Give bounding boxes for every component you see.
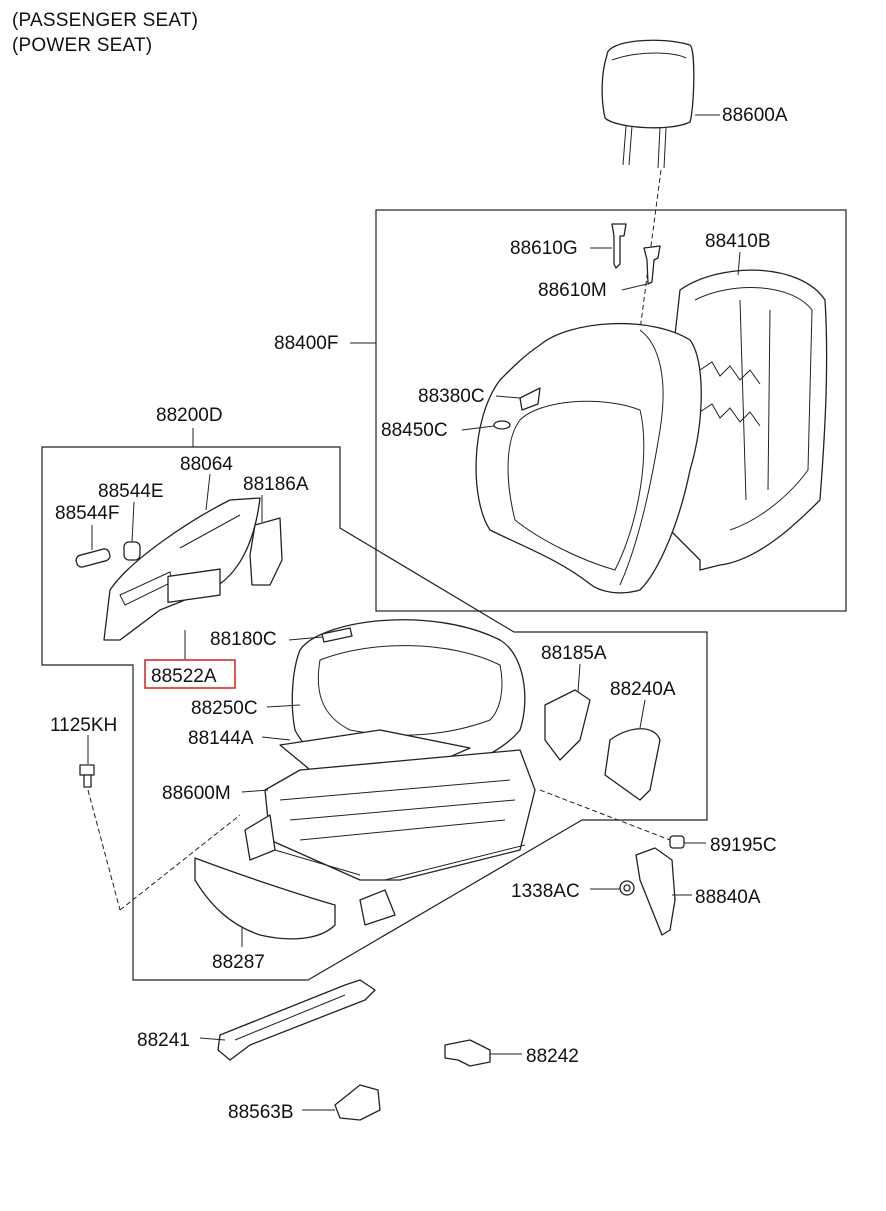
- seatback-frame-part: [659, 269, 828, 571]
- seat-track-part: [244, 749, 536, 926]
- label-guide-g: 88610G: [510, 238, 578, 259]
- buckle-part: [635, 847, 676, 936]
- label-front-cover: 88287: [212, 952, 265, 973]
- label-bracket: 88242: [526, 1046, 579, 1067]
- diagram-title-line-1: (PASSENGER SEAT): [12, 10, 199, 31]
- rail-cover-part: [217, 979, 376, 1061]
- bracket-part: [444, 1039, 491, 1067]
- label-cushion-sub: 88144A: [188, 728, 254, 749]
- switch-module-part: [167, 568, 221, 660]
- label-shield-outer: 88064: [180, 454, 233, 475]
- label-cushion-clip: 88180C: [210, 629, 277, 650]
- end-cover-part: [334, 1084, 381, 1121]
- label-switch-module: 88522A: [151, 666, 217, 687]
- highlighted-part-callout[interactable]: 88522A: [144, 659, 236, 689]
- diagram-title-line-2: (POWER SEAT): [12, 35, 153, 56]
- label-buckle: 88840A: [695, 887, 761, 908]
- label-track-assy: 88600M: [162, 783, 231, 804]
- label-cushion-pad: 88250C: [191, 698, 258, 719]
- knob-f-part: [75, 548, 111, 568]
- highlight-box: [144, 659, 236, 689]
- side-shield-part: [103, 497, 261, 641]
- cover-c-part: [604, 728, 661, 801]
- label-end-cover: 88563B: [228, 1102, 294, 1123]
- clip-cap-part: [539, 789, 685, 849]
- label-rail-cover: 88241: [137, 1030, 190, 1051]
- headrest-part: [601, 39, 695, 331]
- label-back-clip: 88380C: [418, 386, 485, 407]
- label-bolt: 1125KH: [50, 715, 117, 736]
- seatback-group-frame: [375, 209, 847, 612]
- cover-b-part: [544, 689, 591, 761]
- bolt-part: [79, 764, 241, 911]
- seatback-pad-part: [475, 322, 702, 594]
- label-cover-c: 88240A: [610, 679, 676, 700]
- label-knob-f: 88544F: [55, 503, 119, 524]
- label-back-frame: 88410B: [705, 231, 771, 252]
- label-cover-b: 88185A: [541, 643, 607, 664]
- label-back-pad: 88450C: [381, 420, 448, 441]
- knob-e-part: [123, 541, 141, 561]
- cushion-group-frame: [41, 446, 708, 981]
- label-washer: 1338AC: [511, 881, 580, 902]
- label-clip-cap: 89195C: [710, 835, 777, 856]
- label-cover-a: 88186A: [243, 474, 309, 495]
- label-guide-m: 88610M: [538, 280, 607, 301]
- leader-lines: [87, 114, 741, 1111]
- front-cover-part: [194, 857, 336, 940]
- headrest-guide-g-part: [611, 223, 627, 269]
- washer-part: [619, 880, 635, 896]
- side-cover-a-part: [249, 517, 283, 586]
- headrest-guide-m-part: [643, 245, 661, 285]
- label-back-assy: 88400F: [274, 333, 338, 354]
- label-cushion-assy: 88200D: [156, 405, 223, 426]
- label-headrest: 88600A: [722, 105, 788, 126]
- label-knob-e: 88544E: [98, 481, 164, 502]
